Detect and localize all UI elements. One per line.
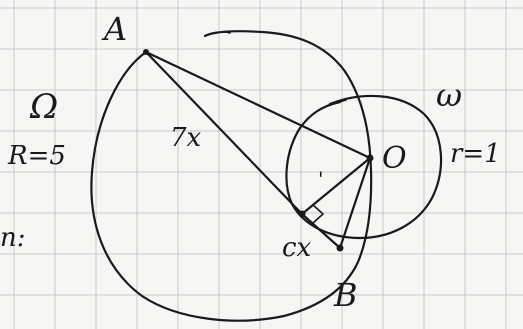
label-segment-short: cx [282, 233, 312, 263]
label-segment-long: 7x [170, 123, 202, 153]
label-tick-mark: ' [318, 167, 324, 191]
label-point-o: O [382, 141, 407, 176]
small-circle-tick [325, 99, 347, 107]
small-circle-omega [285, 94, 443, 240]
label-big-radius: R=5 [7, 141, 66, 171]
segment-o-b [338, 156, 372, 250]
tangent-point-dot [298, 210, 306, 218]
segment-a-o [144, 50, 372, 160]
big-circle-flourish [204, 31, 231, 37]
label-small-radius: r=1 [450, 139, 501, 169]
point-b-dot [336, 244, 344, 252]
label-margin-fragment: n: [0, 223, 26, 253]
label-small-circle: ω [436, 76, 462, 114]
right-angle-mark [312, 204, 324, 224]
segment-tangent-b [300, 212, 342, 250]
point-a-dot [143, 49, 149, 55]
big-circle-omega [90, 30, 373, 322]
segment-a-tangent [144, 50, 304, 216]
label-point-a: A [101, 10, 127, 48]
label-big-circle: Ω [29, 87, 58, 127]
point-o-dot [366, 154, 374, 162]
label-point-b: B [333, 276, 358, 314]
